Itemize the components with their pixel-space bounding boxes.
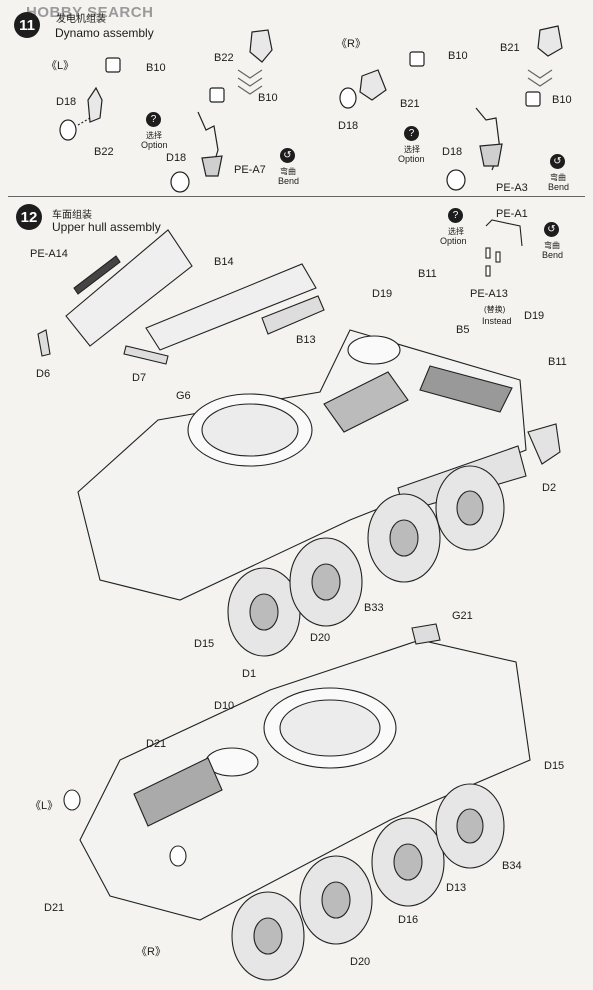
part-label-d21: D21 xyxy=(146,738,167,750)
part-label-b10: B10 xyxy=(448,50,468,62)
part-label-d21: D21 xyxy=(44,902,65,914)
part-label-b10: B10 xyxy=(146,62,166,74)
bend-label: Bend xyxy=(278,176,300,186)
part-label-b22: B22 xyxy=(214,52,234,64)
part-label-d18: D18 xyxy=(166,152,187,164)
part-label-d2: D2 xyxy=(542,482,557,494)
part-label-b13: B13 xyxy=(296,334,316,346)
part-label-d15: D15 xyxy=(544,760,565,772)
step-12-title-cn: 车面组装 xyxy=(52,210,92,221)
part-label-d18: D18 xyxy=(56,96,77,108)
bend-icon: ↺ xyxy=(280,148,295,163)
bend-label: Bend xyxy=(542,250,564,260)
step-12-title: Upper hull assembly xyxy=(52,220,161,234)
option-label: Option xyxy=(398,154,425,164)
step-11-title: Dynamo assembly xyxy=(55,26,154,40)
part-label-b11: B11 xyxy=(418,268,437,280)
part-label-d13: D13 xyxy=(446,882,467,894)
bend-label-cn: 弯曲 xyxy=(550,173,566,182)
part-label-pe-a1: PE-A1 xyxy=(496,208,528,220)
part-label-b34: B34 xyxy=(502,860,522,872)
part-label-b33: B33 xyxy=(364,602,384,614)
bend-icon: ↺ xyxy=(544,222,559,237)
step-11-title-cn: 发电机组装 xyxy=(56,14,106,25)
option-label: Option xyxy=(141,140,168,150)
bend-label-cn: 弯曲 xyxy=(544,241,560,250)
part-label-pe-a13: PE-A13 xyxy=(470,288,508,300)
option-label: Option xyxy=(440,236,467,246)
right-side-label: 《R》 xyxy=(136,946,166,958)
part-label-d20: D20 xyxy=(350,956,371,968)
option-label-cn: 选择 xyxy=(404,145,420,154)
part-label-b11: B11 xyxy=(548,356,567,368)
part-label-b21: B21 xyxy=(400,98,420,110)
part-label-d19: D19 xyxy=(524,310,545,322)
part-label-pe-a14: PE-A14 xyxy=(30,248,68,260)
part-label-d20: D20 xyxy=(310,632,331,644)
part-label-pe-a3: PE-A3 xyxy=(496,182,528,194)
part-label-b10: B10 xyxy=(258,92,278,104)
part-label-b22: B22 xyxy=(94,146,114,158)
left-side-label: 《L》 xyxy=(30,800,59,812)
part-label-d18: D18 xyxy=(338,120,359,132)
part-label-d7: D7 xyxy=(132,372,147,384)
part-label-d6: D6 xyxy=(36,368,51,380)
part-label-d18: D18 xyxy=(442,146,463,158)
option-icon: ? xyxy=(404,126,419,141)
section-divider xyxy=(8,196,585,197)
part-label-d15: D15 xyxy=(194,638,215,650)
bend-label-cn: 弯曲 xyxy=(280,167,296,176)
part-label-b10: B10 xyxy=(552,94,572,106)
option-icon: ? xyxy=(448,208,463,223)
bend-icon: ↺ xyxy=(550,154,565,169)
part-label-b21: B21 xyxy=(500,42,520,54)
option-label-cn: 选择 xyxy=(448,227,464,236)
part-label-b14: B14 xyxy=(214,256,234,268)
part-label-d19: D19 xyxy=(372,288,393,300)
part-label-b5: B5 xyxy=(456,324,470,336)
part-label-d16: D16 xyxy=(398,914,419,926)
option-icon: ? xyxy=(146,112,161,127)
right-side-label: 《R》 xyxy=(336,38,366,50)
watermark-logo: HOBBY SEARCH xyxy=(26,4,154,21)
instead-label-cn: (替换) xyxy=(484,305,506,314)
part-label-d10: D10 xyxy=(214,700,235,712)
instead-label: Instead xyxy=(482,316,512,326)
part-label-g6: G6 xyxy=(176,390,191,402)
step-11-badge: 11 xyxy=(14,12,40,38)
step-12-badge: 12 xyxy=(16,204,42,230)
option-label-cn: 选择 xyxy=(146,131,162,140)
bend-label: Bend xyxy=(548,182,570,192)
left-side-label: 《L》 xyxy=(46,60,75,72)
part-label-g21: G21 xyxy=(452,610,473,622)
part-label-d1: D1 xyxy=(242,668,257,680)
part-label-pe-a7: PE-A7 xyxy=(234,164,266,176)
